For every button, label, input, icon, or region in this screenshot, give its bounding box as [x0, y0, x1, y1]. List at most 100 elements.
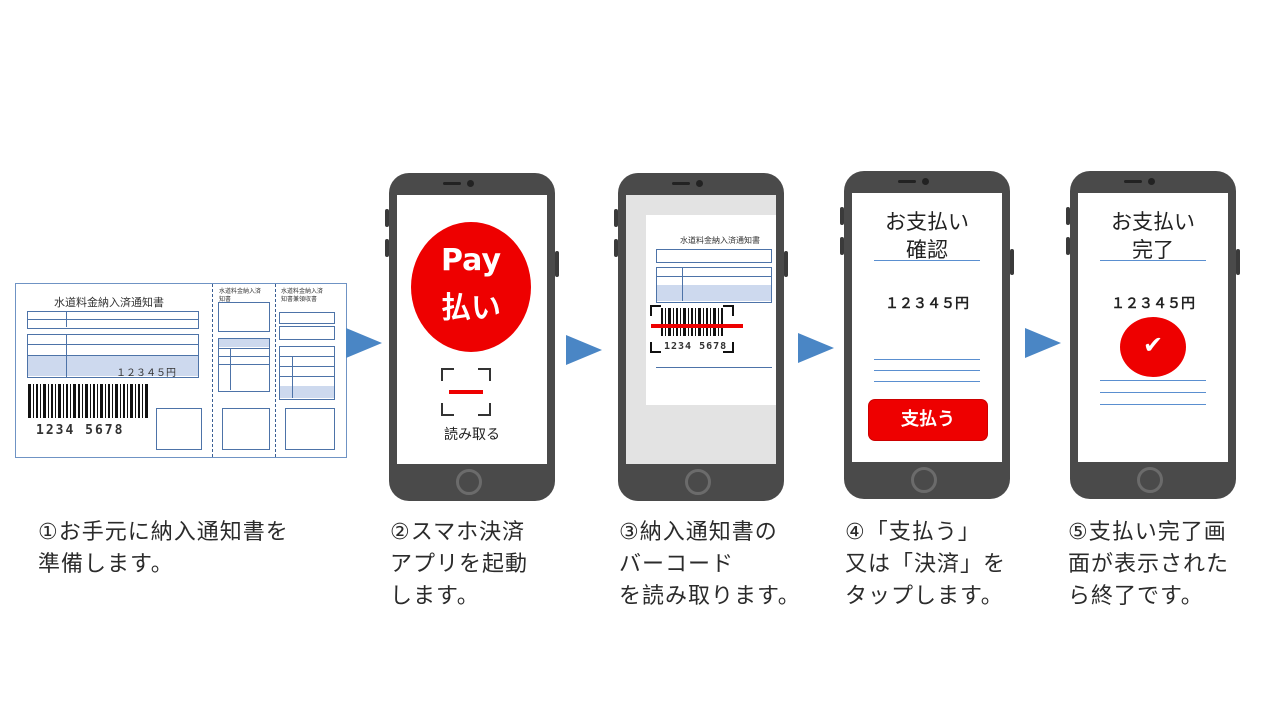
check-circle [1120, 317, 1186, 377]
stub2-row-line [279, 376, 335, 377]
stub1-table [218, 338, 270, 392]
bill-amount: １２３４５円 [116, 368, 176, 379]
phone-app-launch: Pay 払い 読み取る [385, 173, 559, 501]
side-button [840, 207, 844, 225]
confirm-amount: １２３４５円 [885, 296, 969, 312]
side-button [385, 209, 389, 227]
bill-barcode [28, 384, 148, 418]
bill-stamp-box [156, 408, 202, 450]
detail-line [874, 381, 980, 382]
speaker [672, 182, 690, 185]
perforation-line [275, 284, 276, 457]
stub2-title: 水道料金納入済 知書兼領収書 [281, 288, 324, 303]
check-icon: ✔ [1142, 331, 1164, 359]
flow-arrow-3 [798, 333, 834, 363]
scan-label[interactable]: 読み取る [444, 427, 500, 443]
side-button [1066, 237, 1070, 255]
phone-screen: お支払い 完了 １２３４５円 ✔ [1078, 193, 1228, 462]
home-button [911, 467, 937, 493]
camera [467, 180, 474, 187]
perforation-line [212, 284, 213, 457]
bill-field-divider [27, 319, 199, 320]
speaker [443, 182, 461, 185]
detail-line [874, 370, 980, 371]
scanned-barcode [650, 305, 734, 353]
complete-title-2: 完了 [1132, 238, 1174, 262]
scanned-field [656, 249, 772, 263]
bill-row-line [27, 355, 199, 356]
side-button [840, 237, 844, 255]
detail-line [1100, 380, 1206, 381]
scan-laser-line [651, 324, 743, 328]
camera [696, 180, 703, 187]
stub1-stamp-box [222, 408, 270, 450]
camera [1148, 178, 1155, 185]
step-1-caption: ①お手元に納入通知書を 準備します。 [38, 520, 289, 577]
pay-button[interactable]: 支払う [869, 400, 987, 440]
bill-field-top [27, 311, 199, 329]
step-3-caption: ③納入通知書の バーコード を読み取ります。 [619, 520, 801, 609]
step-5-caption: ⑤支払い完了画 面が表示された ら終了です。 [1068, 520, 1230, 609]
scanned-barcode-number: 1234 5678 [664, 341, 728, 352]
stub1-col-line [230, 348, 231, 390]
confirm-title-1: お支払い [885, 210, 969, 234]
side-button [614, 209, 618, 227]
detail-line [874, 359, 980, 360]
scan-icon[interactable] [440, 367, 492, 417]
bill-col-line [66, 334, 67, 377]
stub1-row-line [218, 364, 270, 365]
side-button [1066, 207, 1070, 225]
stub1-row-line [218, 356, 270, 357]
home-button [456, 469, 482, 495]
title-underline [1100, 260, 1206, 261]
bill-barcode-number: 1234 5678 [36, 423, 125, 438]
camera-view: 水道料金納入済通知書 1234 5678 [626, 195, 776, 464]
scanned-table-fill [657, 285, 771, 301]
stub2-row-line [279, 356, 335, 357]
stub1-title: 水道料金納入済 知書 [219, 288, 262, 303]
home-button [685, 469, 711, 495]
bill-row-line [27, 344, 199, 345]
pay-app-label-1: Pay [440, 243, 502, 278]
confirm-title-2: 確認 [906, 238, 948, 262]
stub2-stamp-box [285, 408, 335, 450]
phone-barcode-scan: 水道料金納入済通知書 1234 5678 [614, 173, 788, 501]
phone-screen: Pay 払い 読み取る [397, 195, 547, 464]
stub1-row-line [218, 348, 270, 349]
home-button [1137, 467, 1163, 493]
side-button [385, 239, 389, 257]
stub2-row-line [279, 366, 335, 367]
scanned-doc-title: 水道料金納入済通知書 [680, 236, 760, 245]
phone-payment-complete: お支払い 完了 １２３４５円 ✔ [1066, 171, 1240, 499]
speaker [1124, 180, 1142, 183]
side-button [614, 239, 618, 257]
bill-amount-fill [28, 355, 198, 376]
stub2-table-fill [280, 386, 334, 398]
side-button [1010, 249, 1014, 275]
stub2-field [279, 326, 335, 340]
flow-arrow-1 [346, 328, 382, 358]
step-2-caption: ②スマホ決済 アプリを起動 します。 [390, 520, 529, 609]
complete-title-1: お支払い [1111, 210, 1195, 234]
speaker [898, 180, 916, 183]
phone-screen: お支払い 確認 １２３４５円 支払う [852, 193, 1002, 462]
scanned-line [656, 367, 772, 368]
stub2-col-line [292, 356, 293, 398]
side-button [1236, 249, 1240, 275]
title-underline [874, 260, 980, 261]
pay-app-label-2: 払い [441, 291, 501, 326]
bill-col-line [66, 311, 67, 327]
phone-payment-confirm: お支払い 確認 １２３４５円 支払う [840, 171, 1014, 499]
scanned-col-line [682, 267, 683, 301]
scanned-document: 水道料金納入済通知書 [646, 215, 776, 405]
side-button [784, 251, 788, 277]
detail-line [1100, 392, 1206, 393]
stub1-box-top [218, 302, 270, 332]
stub2-field [279, 312, 335, 324]
side-button [555, 251, 559, 277]
scanned-row-line [656, 276, 772, 277]
detail-line [1100, 404, 1206, 405]
bill-title: 水道料金納入済通知書 [54, 296, 164, 309]
flow-arrow-4 [1025, 328, 1061, 358]
pay-app-icon[interactable] [411, 222, 531, 352]
